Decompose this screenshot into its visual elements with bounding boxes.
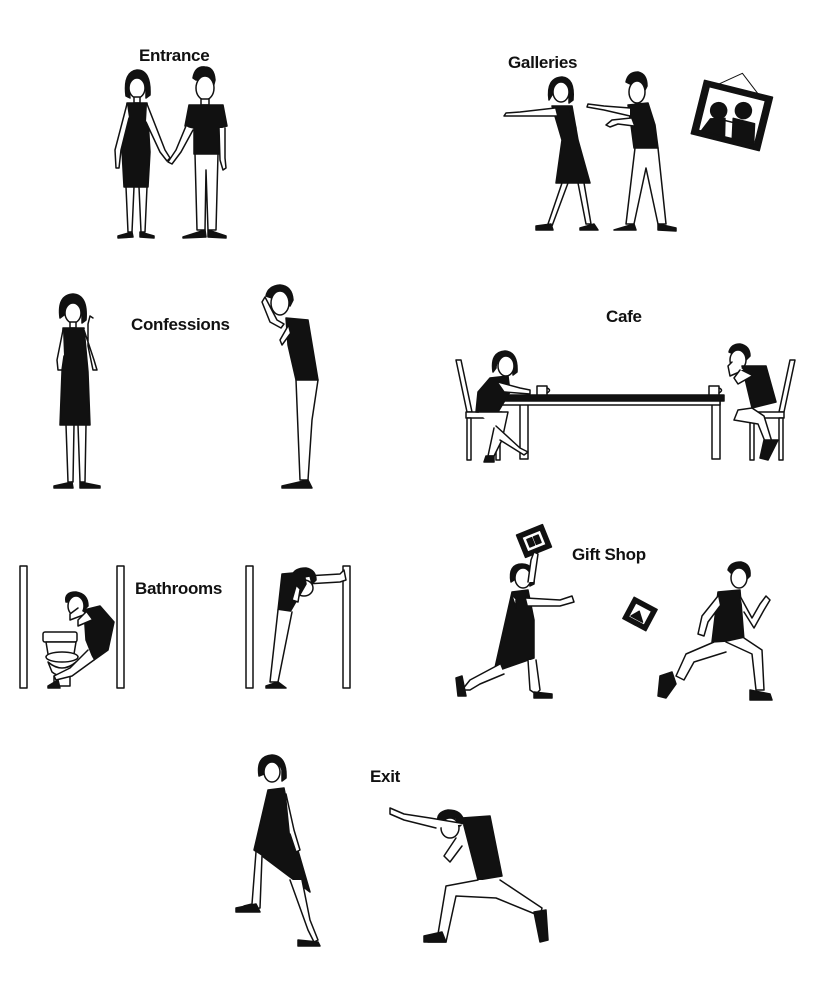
gift-shop-label: Gift Shop [572,545,646,564]
cafe-woman-figure [475,350,531,463]
bathrooms-label: Bathrooms [135,579,223,598]
entrance-woman-figure [114,69,171,239]
gift-frame-falling [622,596,658,632]
cafe-table [497,394,725,460]
bathroom-stall-wall [245,565,254,689]
confessions-woman-figure [53,293,101,489]
cafe-chair-right [747,359,796,461]
bathroom-toilet [42,631,79,687]
galleries-label: Galleries [508,53,578,72]
bathroom-stall-wall [116,565,125,689]
cafe-label: Cafe [606,307,642,326]
exit-label: Exit [370,767,400,786]
cafe-cup-left [536,385,551,396]
bathrooms-man-figure [265,567,347,689]
galleries-man-figure [586,71,677,232]
gift-shop-woman-figure [455,551,575,699]
gift-shop-man-figure [657,561,773,701]
bathrooms-woman-figure [47,591,115,689]
cafe-cup-right [708,385,723,396]
confessions-man-figure [261,284,319,489]
gallery-picture-frame [690,72,774,152]
exit-scene [235,754,549,947]
galleries-woman-figure [503,76,599,231]
gift-frame-thrown [515,523,553,559]
confessions-label: Confessions [131,315,230,334]
entrance-man-figure [167,66,228,239]
entrance-label: Entrance [139,46,210,65]
exit-woman-figure [235,754,321,947]
entrance-scene [114,66,228,239]
cafe-man-figure [727,343,779,461]
bathrooms-scene [19,565,351,689]
confessions-scene [53,284,319,489]
gift-shop-scene [455,523,773,701]
cafe-scene [455,343,796,463]
bathroom-stall-wall [342,565,351,689]
exit-man-figure [389,807,549,943]
galleries-scene [503,71,774,232]
bathroom-stall-wall [19,565,28,689]
